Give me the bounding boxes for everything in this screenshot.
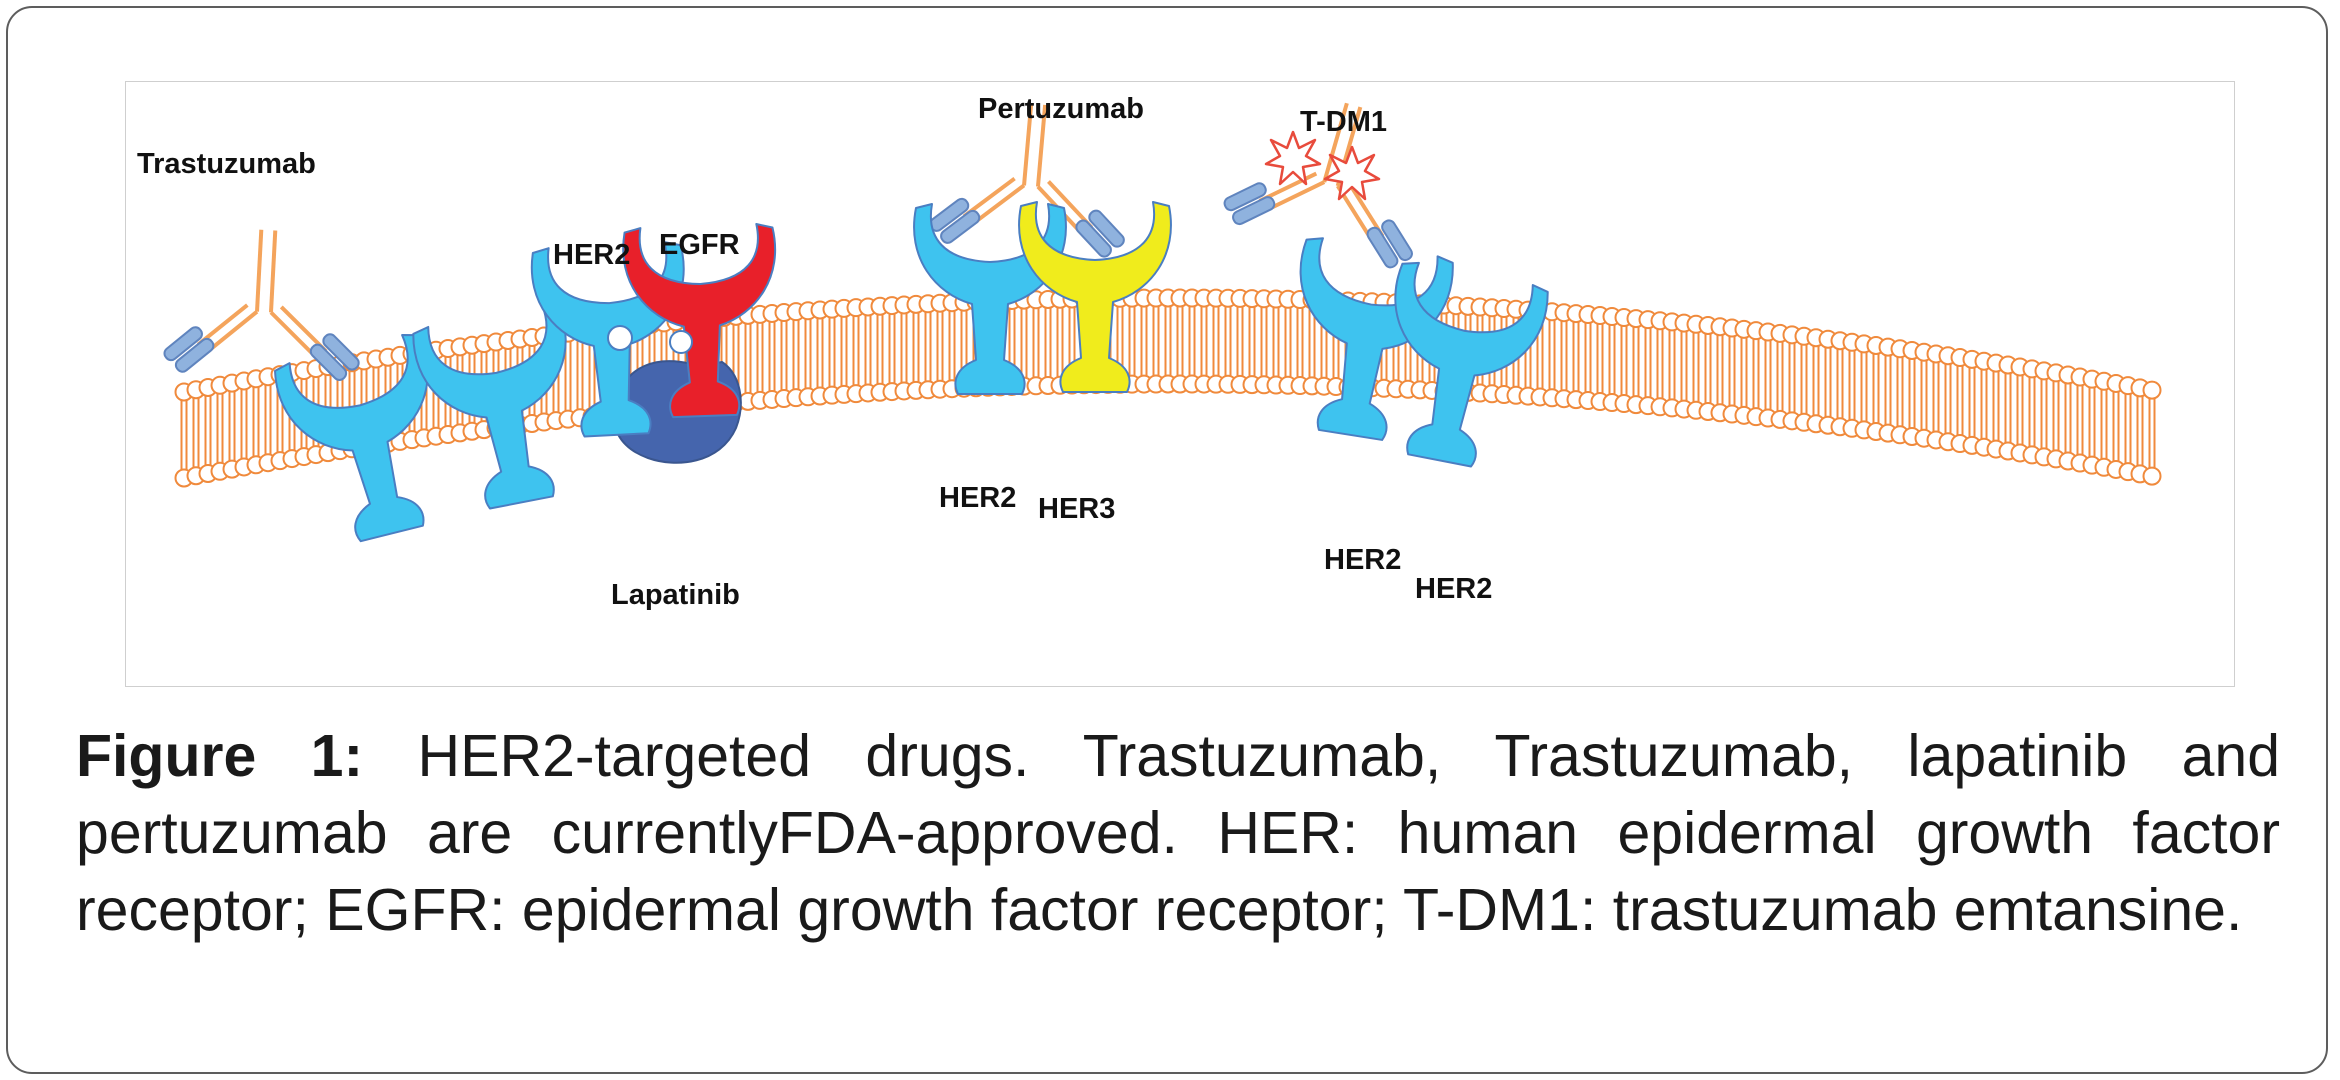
her2-label: HER2 [939,482,1016,514]
lapatinib-label: Lapatinib [611,579,740,611]
figure-caption: Figure 1: HER2-targeted drugs. Trastuzum… [76,718,2280,949]
her2-label: HER2 [1324,544,1401,576]
lipid-head [2142,466,2162,486]
lipid-head [2142,380,2162,400]
tdm1-label: T-DM1 [1300,106,1387,138]
pertuzumab-label: Pertuzumab [978,93,1144,125]
her2-label: HER2 [1415,573,1492,605]
diagram-panel: Trastuzumab HER2 EGFR Lapatinib Pertuzum… [125,81,2235,687]
figure-frame: Trastuzumab HER2 EGFR Lapatinib Pertuzum… [6,6,2328,1074]
lapatinib-binding-site [669,330,693,354]
trastuzumab-label: Trastuzumab [137,148,316,180]
her2-label: HER2 [553,239,630,271]
figure-label: Figure 1: [76,723,364,789]
caption-text: HER2-targeted drugs. Trastuzumab, Trastu… [76,723,2281,943]
her2-drug-diagram: Trastuzumab HER2 EGFR Lapatinib Pertuzum… [137,82,2162,611]
egfr-label: EGFR [659,229,740,261]
lapatinib-binding-site [607,325,633,351]
her3-label: HER3 [1038,493,1115,525]
